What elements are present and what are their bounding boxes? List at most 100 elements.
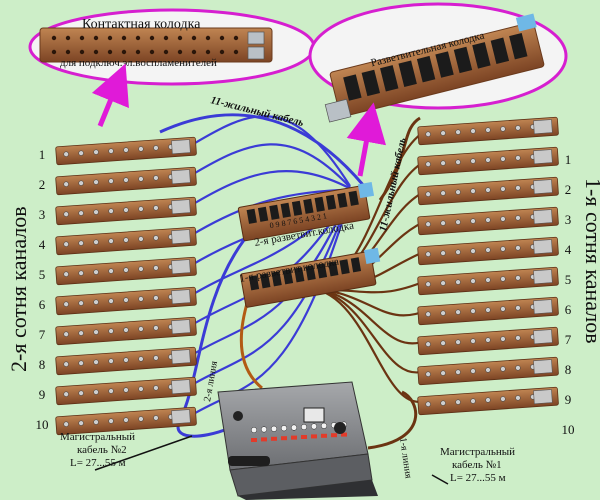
- hub-1: [240, 247, 381, 308]
- console-indicator: [251, 438, 257, 442]
- hub-2: 0 9 8 7 6 5 4 3 2 1: [237, 181, 375, 242]
- left-contact-strip: [55, 256, 197, 286]
- right-row-number: 4: [565, 242, 572, 257]
- right-contact-strip: [417, 116, 559, 146]
- left-row-number: 7: [39, 327, 46, 342]
- right-contact-strip: [417, 266, 559, 296]
- console-switch: [260, 426, 268, 433]
- left-row-number: 6: [39, 297, 46, 312]
- main-cable-2-line2: кабель №2: [77, 444, 127, 456]
- left-contact-strip: [55, 136, 197, 166]
- right-group-title: 1-я сотня каналов: [581, 178, 600, 344]
- console-indicator: [291, 435, 297, 440]
- line2-label: 2-я линия: [202, 360, 220, 403]
- arrow-up-icon: [91, 63, 129, 127]
- cable-blue: [159, 113, 366, 187]
- console-indicator: [341, 432, 347, 437]
- wire-blue: [189, 195, 352, 387]
- left-group-title: 2-я сотня каналов: [6, 206, 31, 372]
- console-indicator: [331, 433, 337, 438]
- main-cable-1: [367, 390, 418, 450]
- right-contact-strip: [417, 206, 559, 236]
- left-contact-strip: [55, 406, 197, 436]
- right-row-number: 6: [565, 302, 572, 317]
- right-contact-strip: [417, 176, 559, 206]
- right-row-number: 7: [565, 332, 572, 347]
- console-indicator: [271, 436, 277, 441]
- arrow-up-icon: [346, 102, 387, 177]
- console-switch: [250, 426, 258, 434]
- right-row-number: 2: [565, 182, 572, 197]
- left-row-number: 3: [39, 207, 46, 222]
- main-cable-1-line3: L= 27...55 м: [450, 472, 506, 484]
- right-contact-strip: [417, 356, 559, 386]
- left-contact-strip: [55, 376, 197, 406]
- hub-1-cable: [239, 299, 263, 390]
- cable-brown: [378, 116, 421, 201]
- console-indicator: [261, 437, 267, 442]
- contact-block-title: Контактная колодка: [82, 17, 201, 32]
- console-switch: [270, 425, 278, 432]
- console-switch: [320, 422, 328, 429]
- control-console: [217, 381, 378, 500]
- right-row-number: 9: [565, 392, 572, 407]
- right-row-number: 1: [565, 152, 572, 167]
- contact-block-subtitle: для подключ.эл.воспламенителей: [60, 57, 217, 69]
- console-meter: [303, 407, 325, 423]
- console-knob: [233, 411, 243, 421]
- main-cable-2-line3: L= 27...55 м: [70, 457, 126, 469]
- main-cable-1-line1: Магистральный: [440, 446, 515, 458]
- console-connector: [334, 422, 346, 434]
- left-contact-strip: [55, 316, 197, 346]
- console-indicator: [301, 435, 307, 439]
- left-row-number: 1: [39, 147, 46, 162]
- console-switch: [300, 423, 308, 431]
- main-cable-2-line1: Магистральный: [60, 431, 135, 443]
- branch-block-image: [324, 13, 545, 123]
- wire-blue: [189, 193, 352, 357]
- left-row-number: 5: [39, 267, 46, 282]
- wire-blue: [189, 115, 351, 187]
- contact-block-callout: Контактная колодка для подключ.эл.воспла…: [28, 8, 316, 86]
- wire-blue: [189, 143, 351, 188]
- branch-block-callout: Разветвительная колодка: [308, 2, 568, 123]
- left-contact-strip: [55, 346, 197, 376]
- wire-brown: [299, 286, 429, 374]
- wire-blue: [189, 188, 351, 237]
- right-contact-strip: [417, 146, 559, 176]
- right-row-number: 10: [562, 422, 575, 437]
- console-switch: [310, 423, 318, 430]
- contact-block-image: [39, 27, 273, 63]
- right-contact-strip: [417, 236, 559, 266]
- left-contact-strip: [55, 166, 197, 196]
- console-indicator: [321, 433, 327, 438]
- left-row-number: 4: [39, 237, 46, 252]
- right-row-number: 8: [565, 362, 572, 377]
- console-handle: [228, 456, 270, 466]
- left-contact-strip: [55, 196, 197, 226]
- wire-blue: [189, 170, 351, 207]
- right-strip-group: [417, 116, 559, 416]
- right-row-number: 5: [565, 272, 572, 287]
- right-row-number: 3: [565, 212, 572, 227]
- right-contact-strip: [417, 326, 559, 356]
- left-contact-strip: [55, 226, 197, 256]
- console-switch: [290, 424, 298, 431]
- main-cable-1-caption: Магистральный кабель №1 L= 27...55 м: [431, 446, 515, 485]
- left-contact-strip: [55, 286, 197, 316]
- top-cable-label: 11-жильный кабель: [209, 94, 305, 129]
- left-row-number: 10: [36, 417, 49, 432]
- main-cable-2: [176, 239, 246, 438]
- right-number-column: 1 2 3 4 5 6 7 8 9 10: [562, 152, 575, 437]
- right-contact-strip: [417, 296, 559, 326]
- main-cable-2-caption: Магистральный кабель №2 L= 27...55 м: [60, 431, 193, 471]
- left-strip-group: [55, 136, 197, 436]
- console-switch: [280, 425, 288, 432]
- right-cable-label: 11-жильный кабель: [377, 137, 409, 233]
- console-indicator: [311, 434, 317, 439]
- console-indicator: [281, 436, 287, 441]
- main-cable-1-line2: кабель №1: [452, 459, 502, 471]
- left-row-number: 9: [39, 387, 46, 402]
